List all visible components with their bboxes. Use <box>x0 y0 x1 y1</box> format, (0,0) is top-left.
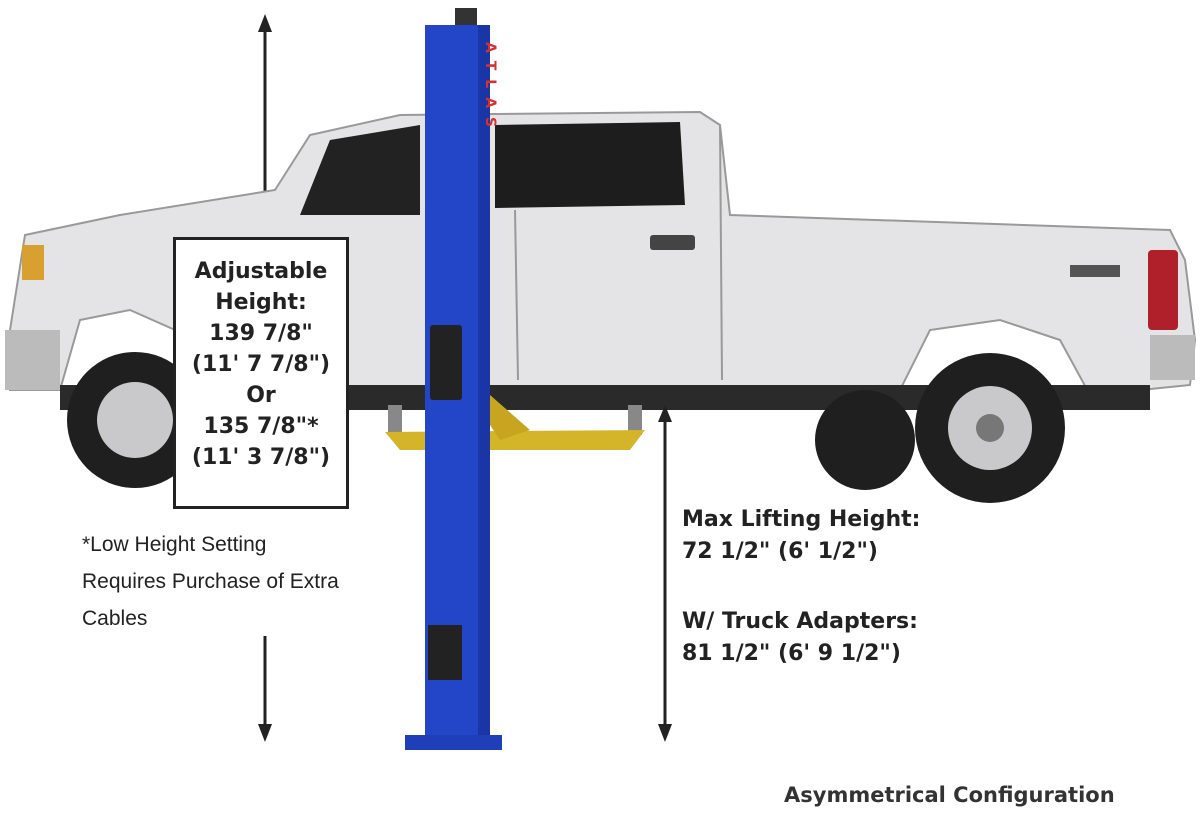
brand-logo: ATLAS <box>482 42 498 136</box>
box-line: 139 7/8" <box>209 321 313 346</box>
truck-adapter-label: W/ Truck Adapters: <box>682 609 918 634</box>
truck-adapter-spec: W/ Truck Adapters: 81 1/2" (6' 9 1/2") <box>682 606 918 670</box>
box-line: Or <box>246 383 276 408</box>
box-line: 135 7/8"* <box>203 414 319 439</box>
configuration-caption: Asymmetrical Configuration <box>784 783 1115 807</box>
truck-adapter-value: 81 1/2" (6' 9 1/2") <box>682 641 901 666</box>
lift-height-arrow <box>658 405 672 742</box>
box-line: Height: <box>215 290 307 315</box>
footnote-line: Requires Purchase of Extra <box>82 570 339 593</box>
max-lift-label: Max Lifting Height: <box>682 507 921 532</box>
footnote: *Low Height Setting Requires Purchase of… <box>82 526 402 637</box>
max-lift-spec: Max Lifting Height: 72 1/2" (6' 1/2") <box>682 504 920 568</box>
footnote-line: Cables <box>82 607 148 630</box>
adjustable-height-box: Adjustable Height: 139 7/8" (11' 7 7/8")… <box>173 237 349 509</box>
box-line: (11' 7 7/8") <box>191 352 331 377</box>
max-lift-value: 72 1/2" (6' 1/2") <box>682 539 878 564</box>
box-line: Adjustable <box>194 259 328 284</box>
box-line: (11' 3 7/8") <box>191 445 331 470</box>
lift-post: ATLAS <box>405 8 502 750</box>
footnote-line: *Low Height Setting <box>82 533 267 556</box>
